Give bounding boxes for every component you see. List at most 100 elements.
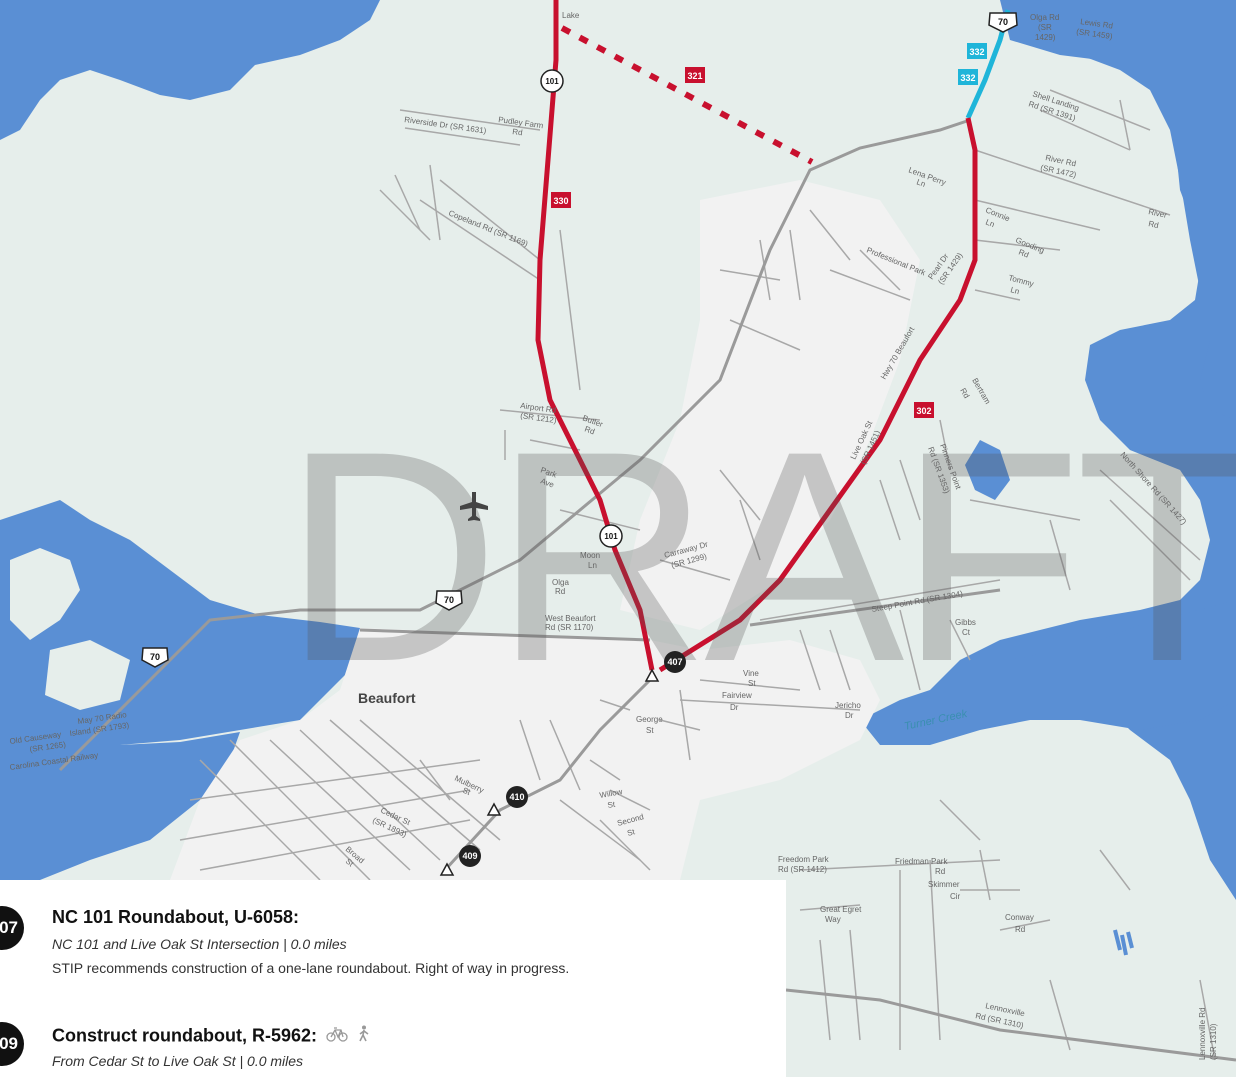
us70-shield-a: 70: [435, 590, 463, 611]
road-west-beaufort: [359, 628, 651, 642]
svg-text:Olga: Olga: [552, 578, 569, 587]
svg-text:Gibbs: Gibbs: [955, 618, 976, 627]
road-network: [179, 89, 1216, 1061]
project-marker-321[interactable]: 321: [685, 67, 705, 83]
project-marker-410[interactable]: 410: [506, 786, 528, 808]
svg-text:St: St: [607, 800, 617, 810]
svg-text:Way: Way: [825, 915, 841, 924]
svg-text:St: St: [748, 679, 756, 688]
svg-text:Freedom Park: Freedom Park: [778, 855, 830, 864]
triangle-marker-407[interactable]: [644, 668, 660, 682]
svg-text:Skimmer: Skimmer: [928, 880, 960, 889]
place-label-beaufort: Beaufort: [358, 690, 416, 706]
nc101-shield-b: 101: [599, 524, 623, 548]
svg-text:Ln: Ln: [588, 561, 597, 570]
svg-text:410: 410: [509, 792, 524, 802]
svg-text:Ln: Ln: [915, 177, 926, 189]
svg-text:Rd (SR 1412): Rd (SR 1412): [778, 865, 827, 874]
project-badge-409: 409: [0, 1022, 24, 1066]
marsh-island-west: [10, 548, 80, 640]
svg-text:West Beaufort: West Beaufort: [545, 614, 596, 623]
svg-text:Dr: Dr: [730, 703, 739, 712]
svg-text:Conway: Conway: [1005, 913, 1034, 922]
svg-text:332: 332: [960, 73, 975, 83]
svg-text:Fairview: Fairview: [722, 691, 752, 700]
us70-shield-c: 70: [988, 12, 1018, 33]
svg-text:Rd: Rd: [935, 867, 945, 876]
svg-text:330: 330: [553, 196, 568, 206]
svg-text:Olga Rd: Olga Rd: [1030, 13, 1059, 22]
water-east-lake: [965, 440, 1010, 500]
road-east-west: [749, 588, 1001, 627]
marsh-island-south: [45, 640, 130, 710]
svg-text:Ct: Ct: [962, 628, 971, 637]
svg-text:(SR 1310): (SR 1310): [1209, 1023, 1218, 1060]
svg-text:407: 407: [667, 657, 682, 667]
project-panel: 407 NC 101 Roundabout, U-6058: NC 101 an…: [0, 880, 786, 1077]
svg-text:Dr: Dr: [845, 711, 854, 720]
road-live-oak-south: [443, 678, 652, 872]
project-marker-332b[interactable]: 332: [958, 69, 978, 85]
project-marker-330[interactable]: 330: [551, 192, 571, 208]
svg-text:Cir: Cir: [950, 892, 961, 901]
svg-text:St: St: [461, 786, 472, 798]
road-us70-west: [58, 118, 971, 772]
svg-text:Rd (SR 1170): Rd (SR 1170): [545, 623, 594, 632]
svg-text:70: 70: [444, 595, 454, 605]
pedestrian-icon: [357, 1025, 371, 1048]
project-meta: NC 101 and Live Oak St Intersection | 0.…: [52, 936, 347, 952]
svg-text:Rd: Rd: [583, 424, 596, 436]
svg-text:321: 321: [687, 71, 702, 81]
project-302-line[interactable]: [658, 117, 978, 673]
water-northeast-river: [1040, 0, 1236, 420]
svg-text:332: 332: [969, 47, 984, 57]
project-badge-407: 407: [0, 906, 24, 950]
airport-icon[interactable]: [460, 492, 488, 521]
bicycle-icon: [326, 1026, 348, 1047]
triangle-marker-410[interactable]: [486, 802, 502, 816]
us70-shield-b: 70: [141, 647, 169, 668]
svg-text:St: St: [646, 726, 654, 735]
svg-text:Lennoxville Rd: Lennoxville Rd: [1198, 1008, 1207, 1060]
water-north-inlet: [0, 0, 380, 140]
svg-text:River: River: [1148, 207, 1168, 220]
project-marker-302[interactable]: 302: [914, 402, 934, 418]
nc101-shield-a: 101: [540, 69, 564, 93]
svg-text:Lake: Lake: [562, 11, 580, 20]
svg-text:70: 70: [998, 17, 1008, 27]
project-330-line[interactable]: [535, 0, 655, 671]
triangle-marker-409[interactable]: [439, 862, 455, 876]
project-title[interactable]: Construct roundabout, R-5962:: [52, 1025, 371, 1048]
project-marker-407[interactable]: 407: [664, 651, 686, 673]
svg-text:Rd: Rd: [1017, 248, 1030, 260]
project-title[interactable]: NC 101 Roundabout, U-6058:: [52, 907, 300, 927]
project-description: STIP recommends construction of a one-la…: [52, 960, 570, 976]
major-roads: [58, 118, 1236, 1062]
svg-text:Jericho: Jericho: [835, 701, 861, 710]
svg-text:(SR: (SR: [1038, 23, 1052, 32]
road-freedom-park: [785, 988, 1236, 1062]
svg-text:Rd: Rd: [958, 387, 971, 400]
svg-text:Ln: Ln: [984, 218, 996, 230]
urban-area-beaufort: [170, 628, 880, 880]
svg-text:101: 101: [545, 77, 559, 86]
project-marker-332a[interactable]: 332: [967, 43, 987, 59]
svg-text:Ln: Ln: [1009, 285, 1020, 296]
project-marker-409[interactable]: 409: [459, 845, 481, 867]
svg-text:70: 70: [150, 652, 160, 662]
dock-symbol: [1113, 929, 1134, 956]
svg-text:Vine: Vine: [743, 669, 759, 678]
project-321-line[interactable]: [560, 25, 814, 165]
svg-text:Moon: Moon: [580, 551, 600, 560]
water-turner-creek: [860, 600, 1236, 745]
svg-text:Willow: Willow: [599, 787, 624, 800]
draft-watermark: DRAFT: [283, 388, 1236, 724]
svg-text:1429): 1429): [1035, 33, 1056, 42]
project-title-text[interactable]: Construct roundabout, R-5962:: [52, 1025, 318, 1046]
svg-text:George: George: [636, 715, 663, 724]
svg-text:Rd: Rd: [1148, 219, 1160, 230]
svg-text:Rd: Rd: [1015, 925, 1025, 934]
svg-text:Rd: Rd: [512, 127, 523, 137]
svg-text:409: 409: [462, 851, 477, 861]
